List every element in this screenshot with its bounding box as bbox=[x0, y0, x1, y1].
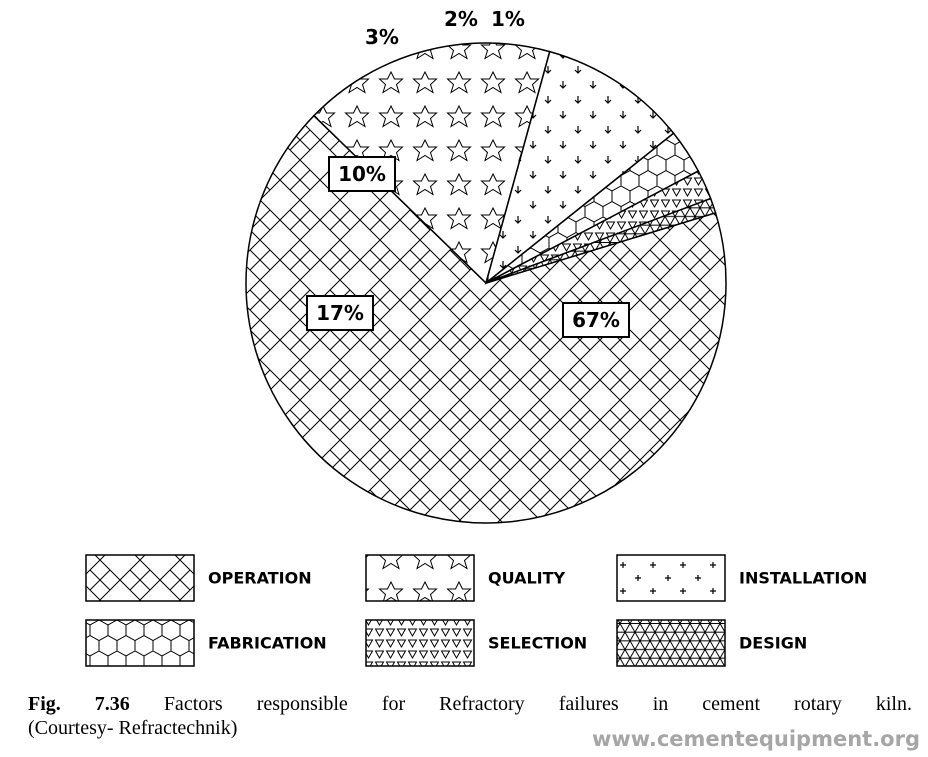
slice-label-design: 1% bbox=[491, 7, 525, 31]
slice-label-text: 67% bbox=[572, 308, 620, 332]
caption-word: Factors bbox=[163, 693, 223, 715]
legend-item-operation: OPERATION bbox=[85, 554, 312, 602]
caption-fig-label: Fig. bbox=[28, 693, 61, 715]
caption-word: rotary bbox=[794, 693, 842, 715]
slice-label-text: 2% bbox=[444, 7, 478, 31]
legend-label: SELECTION bbox=[488, 634, 587, 653]
legend-swatch bbox=[85, 619, 195, 667]
slice-label-text: 17% bbox=[316, 301, 364, 325]
pie-slice-operation bbox=[245, 114, 727, 524]
legend-label: DESIGN bbox=[739, 634, 807, 653]
slice-label-box bbox=[562, 302, 630, 338]
legend-swatch bbox=[365, 619, 475, 667]
slice-label-operation: 67% bbox=[562, 302, 630, 338]
slice-label-box bbox=[306, 295, 374, 331]
caption-word: for bbox=[381, 693, 406, 715]
legend-item-quality: QUALITY bbox=[365, 554, 566, 602]
slice-label-quality: 17% bbox=[306, 295, 374, 331]
caption-word: responsible bbox=[256, 693, 348, 715]
caption-word: failures bbox=[558, 693, 619, 715]
legend-item-installation: INSTALLATION bbox=[616, 554, 867, 602]
slice-label-installation: 10% bbox=[328, 156, 396, 192]
legend-label: OPERATION bbox=[208, 569, 312, 588]
legend-swatch bbox=[365, 554, 475, 602]
slice-label-text: 10% bbox=[338, 162, 386, 186]
watermark: www.cementequipment.org bbox=[591, 727, 920, 751]
slice-label-box bbox=[328, 156, 396, 192]
slice-label-fabrication: 3% bbox=[365, 25, 399, 49]
legend: OPERATION QUALITY INSTALLATION FABRICATION S… bbox=[85, 554, 867, 667]
caption-line-2: (Courtesy- Refractechnik) bbox=[28, 717, 238, 739]
legend-swatch bbox=[85, 554, 195, 602]
legend-item-fabrication: FABRICATION bbox=[85, 619, 327, 667]
caption-word: in bbox=[652, 693, 669, 715]
slice-label-text: 3% bbox=[365, 25, 399, 49]
pie-chart: 67% 17% 10% 3% 2% 1% OPERATION QUALITY INSTALLA… bbox=[85, 7, 867, 667]
slice-label-text: 1% bbox=[491, 7, 525, 31]
pie-slices bbox=[245, 42, 727, 524]
legend-swatch bbox=[616, 554, 726, 602]
legend-item-design: DESIGN bbox=[616, 619, 807, 667]
legend-swatch bbox=[616, 619, 726, 667]
pie-slice-installation bbox=[484, 50, 675, 286]
caption-word: cement bbox=[702, 693, 761, 715]
caption-word: kiln. bbox=[875, 693, 912, 715]
legend-item-selection: SELECTION bbox=[365, 619, 587, 667]
pie-slice-quality bbox=[312, 42, 551, 285]
pie-slice-design bbox=[485, 197, 717, 284]
slice-label-selection: 2% bbox=[444, 7, 478, 31]
caption-line-1: Fig. 7.36 Factors responsible for Refractory… bbox=[28, 692, 912, 716]
caption-fig-number: 7.36 bbox=[94, 693, 130, 715]
pie-slice-labels: 67% 17% 10% 3% 2% 1% bbox=[306, 7, 630, 338]
legend-label: QUALITY bbox=[488, 569, 566, 588]
figure-caption: Fig. 7.36 Factors responsible for Refractory… bbox=[28, 692, 912, 740]
legend-label: FABRICATION bbox=[208, 634, 327, 653]
legend-label: INSTALLATION bbox=[739, 569, 867, 588]
caption-word: Refractory bbox=[439, 693, 525, 715]
